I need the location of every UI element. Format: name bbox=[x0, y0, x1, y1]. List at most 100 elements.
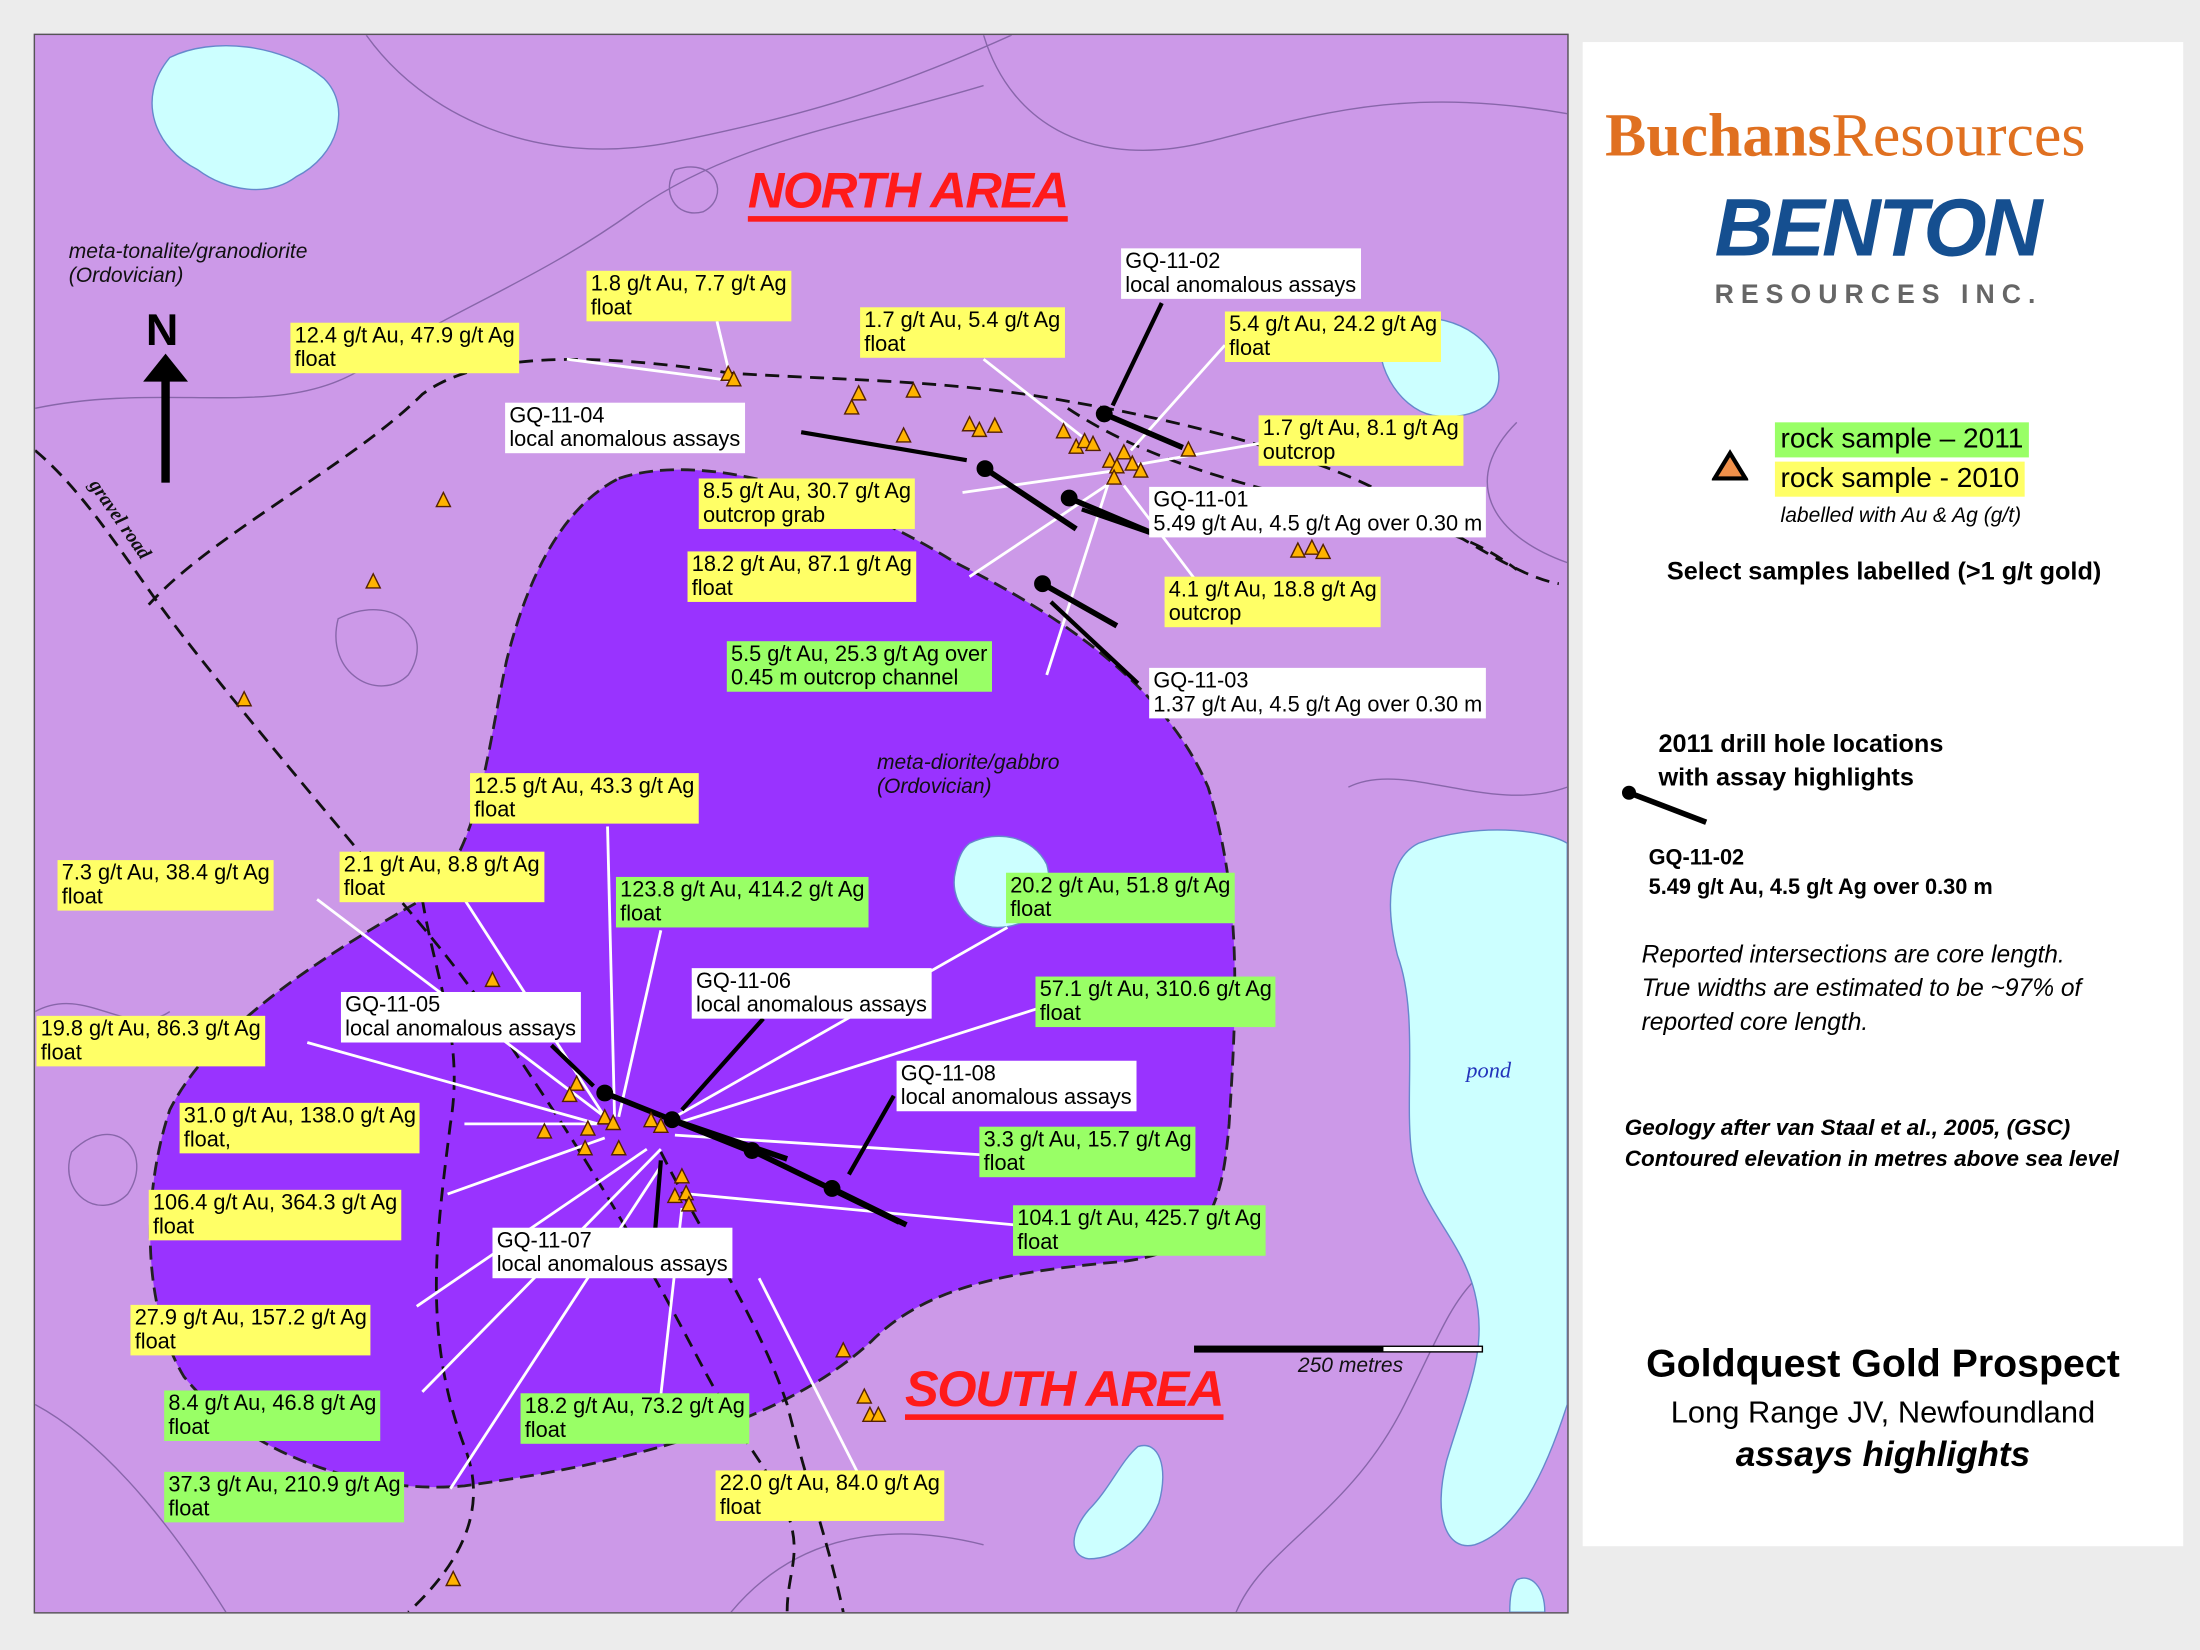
pond-label: pond bbox=[1466, 1059, 1512, 1084]
label-line: float bbox=[134, 1330, 176, 1354]
label-line: float bbox=[152, 1215, 195, 1239]
rock-sample-triangle bbox=[235, 690, 253, 707]
label-line: float bbox=[61, 885, 103, 910]
label-line: outcrop bbox=[1168, 601, 1242, 626]
label-line: float bbox=[864, 332, 906, 357]
label-line: float bbox=[590, 296, 632, 320]
legend-2010: rock sample - 2010 bbox=[1774, 461, 2025, 497]
label-line: GQ-11-01 bbox=[1153, 488, 1249, 513]
label-line: float bbox=[1010, 897, 1052, 922]
rock-sample-triangle bbox=[1124, 454, 1141, 471]
rock-sample-triangle bbox=[1055, 422, 1072, 439]
text-line: reported core length. bbox=[1641, 1007, 1869, 1036]
label-line: float, bbox=[183, 1128, 231, 1152]
rock-sample-triangle bbox=[666, 1186, 684, 1204]
label-line: 8.5 g/t Au, 30.7 g/t Ag bbox=[702, 479, 911, 504]
rock-sample-triangle bbox=[536, 1122, 553, 1139]
label-line: float bbox=[343, 876, 385, 901]
label-line: local anomalous assays bbox=[509, 427, 741, 452]
label-line: 20.2 g/t Au, 51.8 g/t Ag bbox=[1010, 874, 1231, 898]
rock-sample-triangle bbox=[895, 426, 912, 443]
rock-sample-triangle bbox=[484, 970, 501, 988]
rock-sample-triangle bbox=[1115, 443, 1133, 460]
rock-sample-triangle bbox=[843, 398, 860, 415]
rock-sample-triangle bbox=[445, 1569, 462, 1587]
text-line: with assay highlights bbox=[1658, 763, 1914, 792]
label-line: 18.2 g/t Au, 73.2 g/t Ag bbox=[524, 1394, 745, 1419]
rock-sample-triangle bbox=[1303, 538, 1321, 555]
rock-sample-triangle bbox=[1076, 431, 1093, 449]
rock-sample-triangle bbox=[1101, 451, 1119, 468]
rock-sample-triangle bbox=[596, 1108, 613, 1125]
geology-unit-age: (Ordovician) bbox=[876, 774, 992, 799]
logo-word: Resources bbox=[1831, 101, 2086, 170]
label-line: 57.1 g/t Au, 310.6 g/t Ag bbox=[1039, 977, 1272, 1002]
benton-logo-sub: RESOURCES INC. bbox=[1714, 280, 2043, 311]
south-area-title: SOUTH AREA bbox=[904, 1363, 1224, 1420]
label-line: float bbox=[1229, 336, 1271, 361]
rock-sample-triangle bbox=[1108, 457, 1126, 474]
label-line: float bbox=[719, 1495, 761, 1520]
rock-sample-triangle bbox=[971, 420, 988, 438]
rock-sample-triangle bbox=[835, 1341, 852, 1358]
rock-sample-triangle bbox=[856, 1387, 873, 1404]
label-line: float bbox=[474, 798, 516, 823]
text-line: 5.49 g/t Au, 4.5 g/t Ag over 0.30 m bbox=[1648, 875, 1993, 900]
legend-note: labelled with Au & Ag (g/t) bbox=[1780, 503, 2022, 528]
rock-sample-triangle bbox=[1084, 434, 1102, 452]
rock-sample-triangle bbox=[568, 1074, 585, 1091]
label-line: GQ-11-05 bbox=[345, 993, 441, 1018]
label-line: 12.4 g/t Au, 47.9 g/t Ag bbox=[294, 324, 515, 348]
logo-word: Buchans bbox=[1605, 101, 1832, 170]
label-line: 106.4 g/t Au, 364.3 g/t Ag bbox=[152, 1191, 398, 1216]
rock-sample-triangle bbox=[1180, 440, 1197, 457]
label-line: GQ-11-02 bbox=[1125, 249, 1221, 274]
label-line: 4.1 g/t Au, 18.8 g/t Ag bbox=[1168, 578, 1377, 602]
rock-sample-triangle bbox=[850, 384, 867, 401]
rock-sample-triangle bbox=[1132, 461, 1149, 478]
select-note: Select samples labelled (>1 g/t gold) bbox=[1666, 557, 2102, 586]
text-line: True widths are estimated to be ~97% of bbox=[1641, 973, 2082, 1002]
rock-sample-triangle bbox=[561, 1085, 578, 1103]
rock-sample-triangles bbox=[235, 364, 1332, 1587]
text-line: Contoured elevation in metres above sea … bbox=[1624, 1147, 2119, 1172]
label-line: local anomalous assays bbox=[900, 1085, 1132, 1110]
label-line: float bbox=[168, 1415, 210, 1440]
rock-sample-triangle bbox=[680, 1195, 698, 1212]
geology-unit-name: meta-diorite/gabbro bbox=[876, 750, 1060, 775]
pointer-arrows bbox=[549, 302, 1164, 1230]
label-line: outcrop bbox=[1262, 440, 1336, 465]
label-line: 1.7 g/t Au, 8.1 g/t Ag bbox=[1262, 416, 1459, 441]
label-line: GQ-11-08 bbox=[900, 1062, 996, 1086]
north-arrow-letter: N bbox=[145, 304, 179, 355]
label-line: 31.0 g/t Au, 138.0 g/t Ag bbox=[183, 1104, 416, 1129]
label-line: 2.1 g/t Au, 8.8 g/t Ag bbox=[343, 853, 540, 877]
label-line: float bbox=[1039, 1001, 1081, 1026]
rock-sample-triangle bbox=[435, 490, 452, 508]
label-line: float bbox=[691, 576, 733, 601]
